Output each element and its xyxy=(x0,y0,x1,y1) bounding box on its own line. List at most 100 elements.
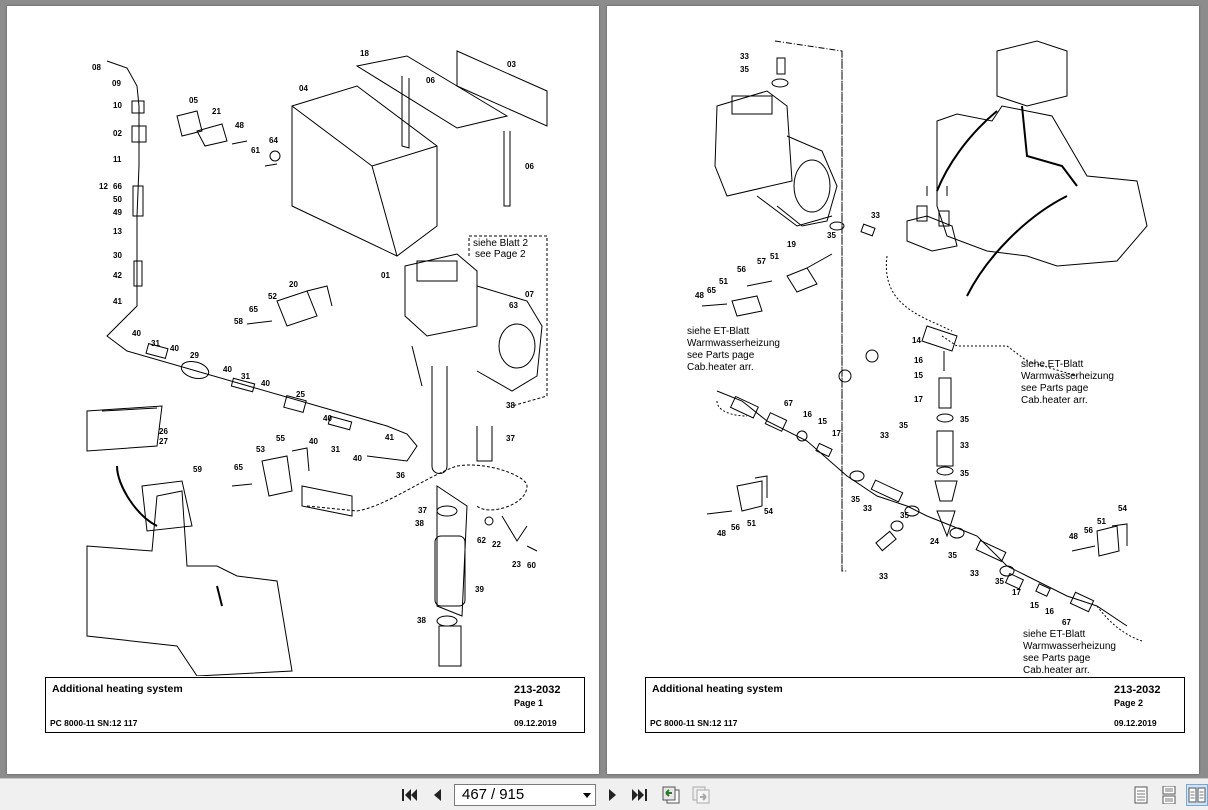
last-page-icon[interactable] xyxy=(629,784,651,806)
svg-text:41: 41 xyxy=(113,297,122,306)
svg-text:16: 16 xyxy=(914,356,923,365)
svg-text:48: 48 xyxy=(695,291,704,300)
machine-serial: PC 8000-11 SN:12 117 xyxy=(650,718,738,728)
note-line: Cab.heater arr. xyxy=(687,362,754,373)
note-line: Warmwasserheizung xyxy=(687,338,780,349)
svg-text:15: 15 xyxy=(914,371,923,380)
next-view-icon[interactable] xyxy=(690,784,712,806)
svg-text:56: 56 xyxy=(731,523,740,532)
page-label: Page 1 xyxy=(514,698,544,708)
svg-text:31: 31 xyxy=(331,445,340,454)
svg-text:36: 36 xyxy=(396,471,405,480)
svg-text:18: 18 xyxy=(360,49,369,58)
svg-text:03: 03 xyxy=(507,60,516,69)
continuous-view-icon[interactable] xyxy=(1158,784,1180,806)
svg-text:13: 13 xyxy=(113,227,122,236)
svg-text:04: 04 xyxy=(299,84,308,93)
svg-text:51: 51 xyxy=(719,277,728,286)
svg-text:51: 51 xyxy=(770,252,779,261)
svg-text:33: 33 xyxy=(970,569,979,578)
svg-text:23: 23 xyxy=(512,560,521,569)
svg-text:57: 57 xyxy=(757,257,766,266)
svg-text:38: 38 xyxy=(417,616,426,625)
svg-text:26: 26 xyxy=(159,427,168,436)
svg-text:55: 55 xyxy=(276,434,285,443)
svg-text:37: 37 xyxy=(506,434,515,443)
note-line: see Parts page xyxy=(1023,653,1091,664)
previous-page-icon[interactable] xyxy=(426,784,448,806)
svg-text:40: 40 xyxy=(170,344,179,353)
svg-text:33: 33 xyxy=(879,572,888,581)
note-line: Warmwasserheizung xyxy=(1021,371,1114,382)
machine-serial: PC 8000-11 SN:12 117 xyxy=(50,718,138,728)
svg-text:38: 38 xyxy=(415,519,424,528)
svg-text:22: 22 xyxy=(492,540,501,549)
chevron-down-icon[interactable] xyxy=(583,793,591,798)
svg-text:30: 30 xyxy=(113,251,122,260)
facing-pages-view-icon[interactable] xyxy=(1186,784,1208,806)
svg-text:12: 12 xyxy=(99,182,108,191)
svg-text:60: 60 xyxy=(527,561,536,570)
svg-text:06: 06 xyxy=(525,162,534,171)
svg-text:33: 33 xyxy=(871,211,880,220)
svg-text:41: 41 xyxy=(385,433,394,442)
svg-text:01: 01 xyxy=(381,271,390,280)
svg-text:56: 56 xyxy=(1084,526,1093,535)
svg-text:66: 66 xyxy=(113,182,122,191)
svg-text:33: 33 xyxy=(740,52,749,61)
svg-text:65: 65 xyxy=(249,305,258,314)
svg-text:53: 53 xyxy=(256,445,265,454)
svg-text:40: 40 xyxy=(132,329,141,338)
svg-text:54: 54 xyxy=(764,507,773,516)
svg-text:21: 21 xyxy=(212,107,221,116)
page-label: Page 2 xyxy=(1114,698,1144,708)
svg-text:20: 20 xyxy=(289,280,298,289)
svg-text:16: 16 xyxy=(803,410,812,419)
previous-view-icon[interactable] xyxy=(660,784,682,806)
navigation-toolbar: 467/915 xyxy=(0,778,1208,810)
svg-text:11: 11 xyxy=(113,155,122,164)
first-page-icon[interactable] xyxy=(398,784,420,806)
svg-text:38: 38 xyxy=(506,401,515,410)
svg-text:35: 35 xyxy=(899,421,908,430)
svg-text:10: 10 xyxy=(113,101,122,110)
svg-text:48: 48 xyxy=(1069,532,1078,541)
svg-text:19: 19 xyxy=(787,240,796,249)
svg-text:65: 65 xyxy=(707,286,716,295)
note-line: siehe ET-Blatt xyxy=(687,326,749,337)
svg-text:40: 40 xyxy=(309,437,318,446)
svg-text:39: 39 xyxy=(475,585,484,594)
svg-text:63: 63 xyxy=(509,301,518,310)
svg-text:15: 15 xyxy=(1030,601,1039,610)
page-separator: / xyxy=(491,786,496,803)
note-line: siehe Blatt 2 xyxy=(473,238,528,249)
svg-text:65: 65 xyxy=(234,463,243,472)
current-page: 467 xyxy=(462,786,488,803)
svg-text:40: 40 xyxy=(323,414,332,423)
note-line: siehe ET-Blatt xyxy=(1021,359,1083,370)
next-page-icon[interactable] xyxy=(602,784,624,806)
note-line: see Page 2 xyxy=(475,249,526,260)
note-line: Cab.heater arr. xyxy=(1023,665,1090,676)
svg-text:51: 51 xyxy=(747,519,756,528)
title-block: Additional heating system PC 8000-11 SN:… xyxy=(645,677,1185,733)
svg-text:54: 54 xyxy=(1118,504,1127,513)
svg-text:33: 33 xyxy=(960,441,969,450)
svg-text:29: 29 xyxy=(190,351,199,360)
svg-text:42: 42 xyxy=(113,271,122,280)
svg-text:09: 09 xyxy=(112,79,121,88)
svg-text:31: 31 xyxy=(241,372,250,381)
svg-text:48: 48 xyxy=(235,121,244,130)
page-number-select[interactable]: 467/915 xyxy=(454,784,596,806)
svg-text:35: 35 xyxy=(948,551,957,560)
svg-text:24: 24 xyxy=(930,537,939,546)
svg-text:49: 49 xyxy=(113,208,122,217)
svg-text:67: 67 xyxy=(784,399,793,408)
single-page-view-icon[interactable] xyxy=(1130,784,1152,806)
svg-text:17: 17 xyxy=(1012,588,1021,597)
svg-text:67: 67 xyxy=(1062,618,1071,627)
svg-text:59: 59 xyxy=(193,465,202,474)
